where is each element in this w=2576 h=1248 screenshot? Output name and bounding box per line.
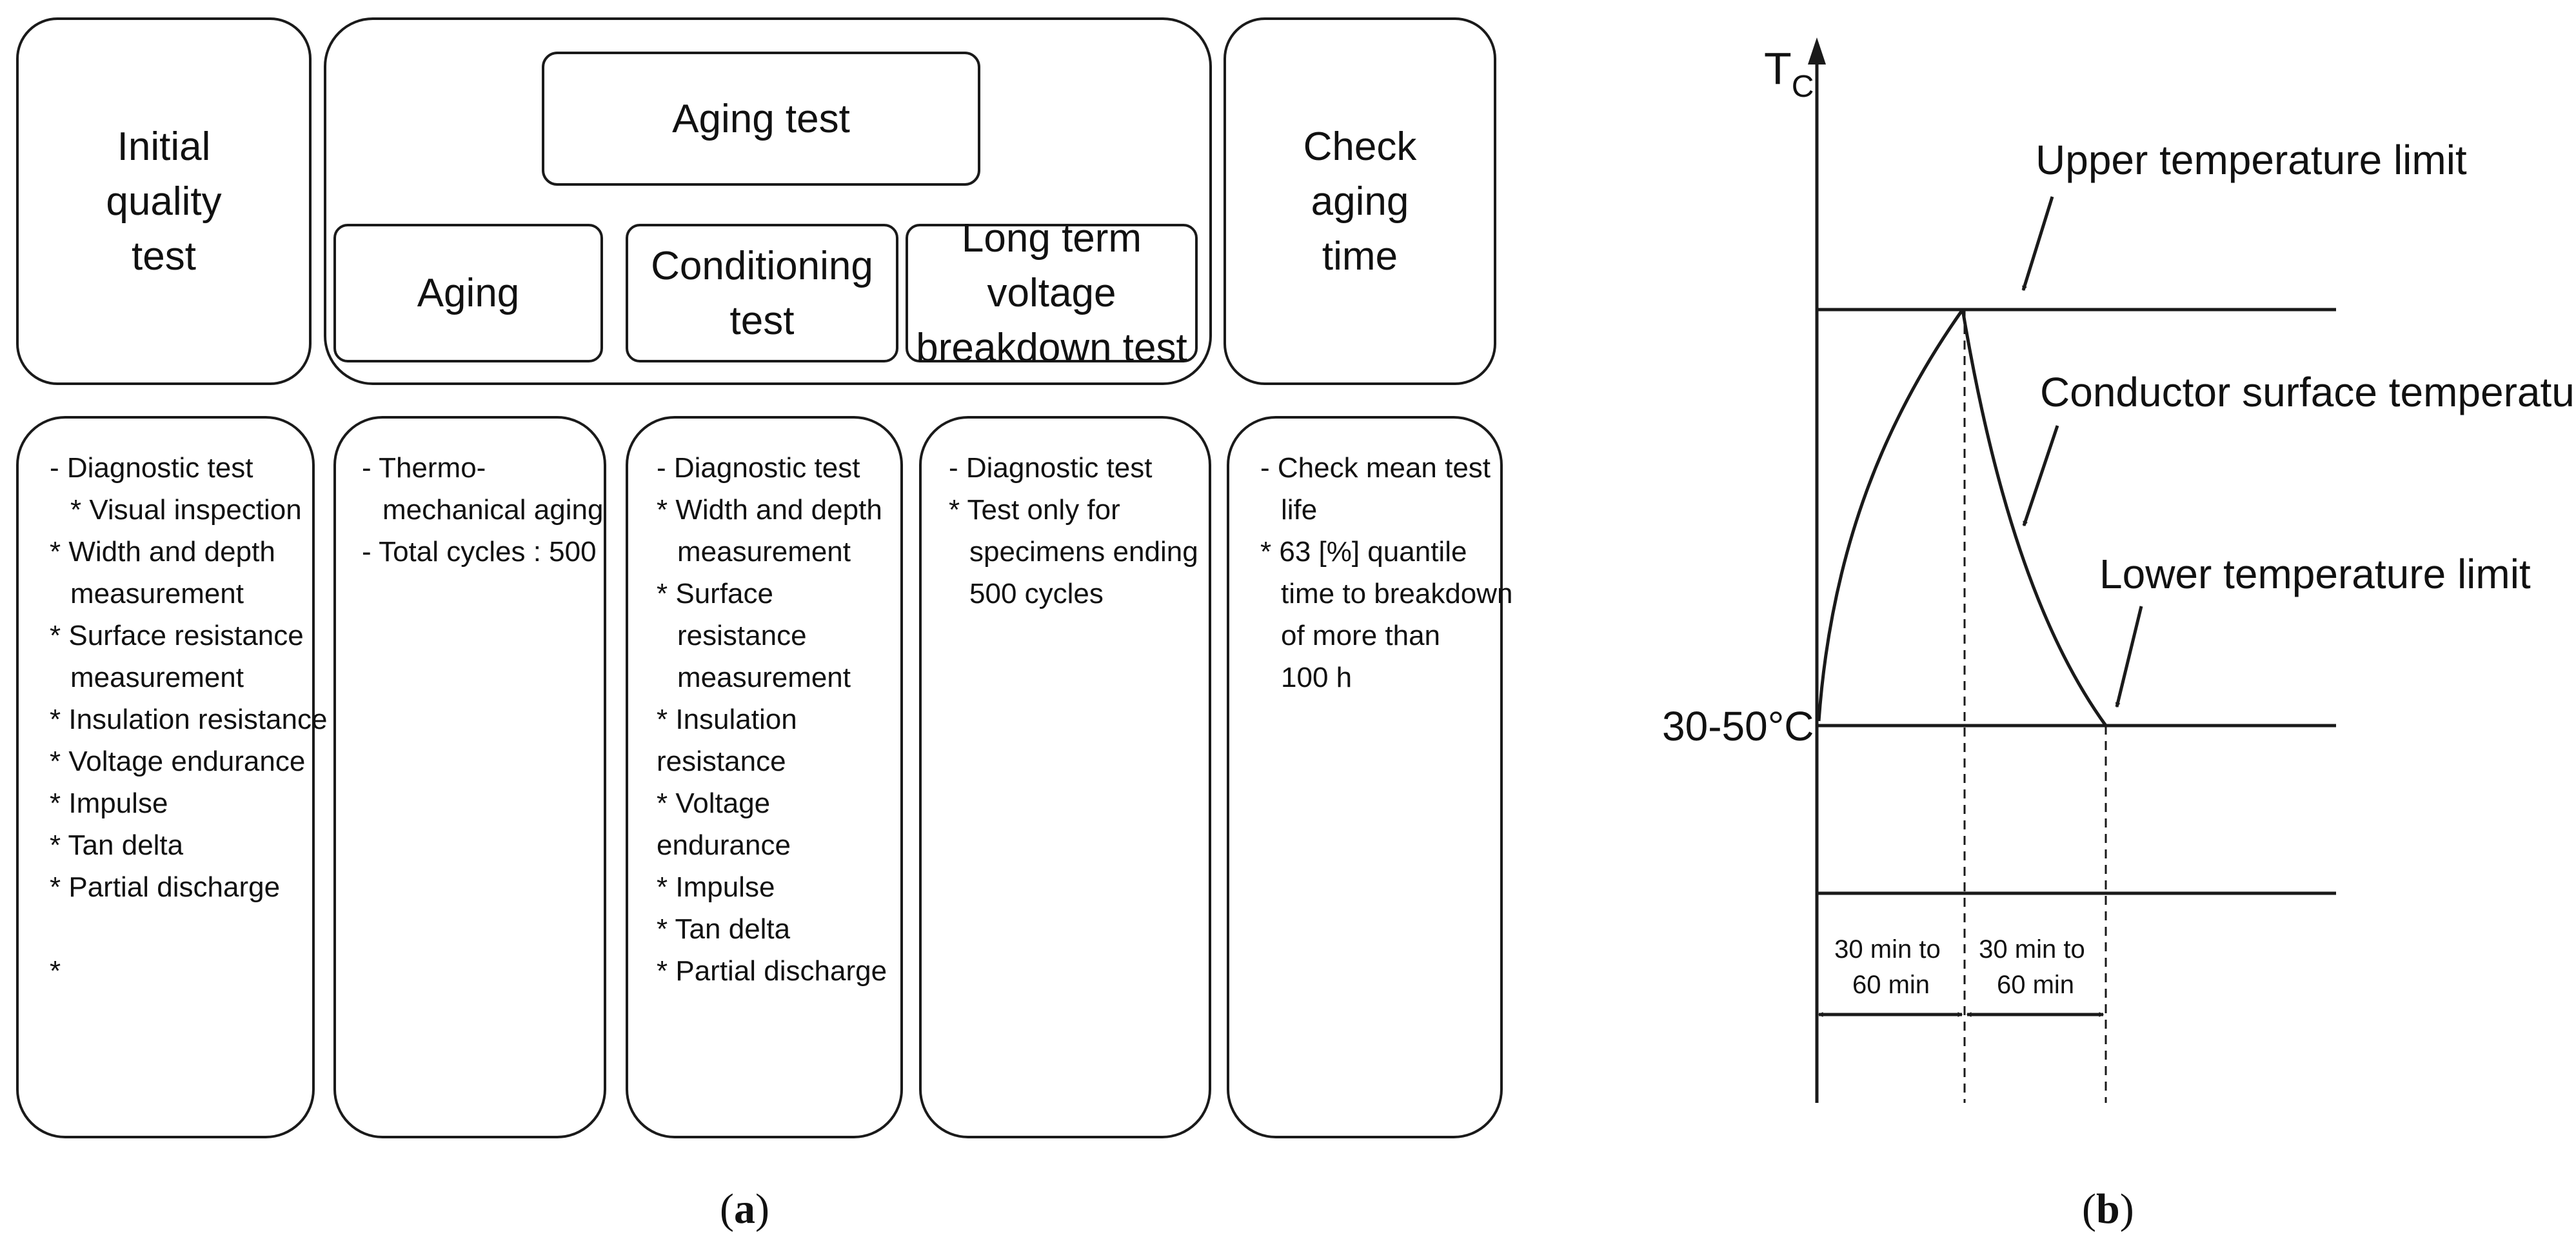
text-line: * Impulse	[657, 871, 775, 903]
text-line: measurement	[70, 662, 244, 693]
text-line: * Surface resistance	[50, 620, 304, 651]
text-line: breakdown test	[916, 326, 1187, 370]
arrow-lower-limit	[2115, 606, 2143, 708]
arrow-surface-temperature	[2022, 425, 2059, 527]
label-upper-temperature-limit: Upper temperature limit	[2036, 137, 2467, 183]
text-line: Check	[1303, 124, 1417, 169]
text-line: * Partial discharge	[50, 871, 281, 903]
text-line: time	[1322, 233, 1398, 279]
text-line: mechanical aging	[382, 494, 604, 526]
label-lower-temperature-limit: Lower temperature limit	[2099, 551, 2531, 597]
text-line: * 63 [%] quantile	[1260, 536, 1467, 568]
text-line: quality	[106, 179, 222, 224]
text-line: measurement	[677, 662, 851, 693]
details-conditioning-test: - Diagnostic test * Width and depth measur…	[626, 416, 903, 1138]
text-line: * Tan delta	[50, 829, 184, 861]
duration-label-second: 30 min to 60 min	[1979, 935, 2092, 999]
caption-b: (b)	[2082, 1185, 2134, 1233]
text-line: * Width and depth	[657, 494, 882, 526]
text-line: * Width and depth	[50, 536, 275, 568]
text-line: time to breakdown	[1281, 578, 1513, 609]
text-line: Aging	[417, 271, 520, 315]
text-line: - Total cycles : 500	[362, 536, 597, 568]
text-line: Long term voltage	[961, 216, 1142, 315]
y-axis-label: TC	[1764, 43, 1814, 104]
y-axis-arrow-icon	[1808, 37, 1826, 64]
text-line: life	[1281, 494, 1318, 526]
text-line: * Visual inspection	[70, 494, 302, 526]
heating-curve	[1817, 308, 1965, 722]
details-aging: - Thermo-mechanical aging - Total cycles …	[333, 416, 606, 1138]
header-long-term-voltage-breakdown-test: Long term voltage breakdown test	[906, 216, 1198, 370]
header-initial-quality-test: Initial quality test	[16, 17, 312, 385]
text-line: test	[132, 233, 196, 279]
text-line: * Voltage	[657, 787, 771, 819]
details-initial-quality-test: - Diagnostic test * Visual inspection * Wi…	[16, 416, 328, 1138]
text-line: test	[729, 298, 795, 343]
text-line: * Tan delta	[657, 913, 791, 945]
text-line: Conditioning	[651, 243, 873, 288]
text-line: measurement	[70, 578, 244, 609]
label-conductor-surface-temperature: Conductor surface temperature	[2040, 369, 2576, 415]
text-line: - Diagnostic test	[50, 452, 253, 484]
details-check-aging-time: - Check mean test life * 63 [%] quantile ti…	[1227, 416, 1513, 1138]
text-line: specimens ending	[969, 536, 1198, 568]
header-aging: Aging	[333, 224, 603, 362]
text-line: - Diagnostic test	[949, 452, 1153, 484]
text-line: of more than	[1281, 620, 1441, 651]
details-long-term-voltage-breakdown-test: - Diagnostic test * Test only for specimen…	[919, 416, 1211, 1138]
header-conditioning-test: Conditioning test	[626, 224, 898, 362]
text-line: resistance	[677, 620, 807, 651]
text-line: resistance	[657, 746, 786, 777]
text-line: - Diagnostic test	[657, 452, 860, 484]
text-line: - Check mean test	[1260, 452, 1491, 484]
text-line: Aging test	[672, 96, 850, 141]
text-line: Initial	[117, 124, 211, 169]
text-line: aging	[1311, 179, 1409, 224]
text-line: * Partial discharge	[657, 955, 887, 987]
text-line: - Thermo-	[362, 452, 486, 484]
text-line: * Voltage endurance	[50, 746, 306, 777]
cooling-curve	[1961, 309, 2108, 727]
text-line: 100 h	[1281, 662, 1352, 693]
text-line: 500 cycles	[969, 578, 1104, 609]
label-low-temperature-value: 30-50°C	[1662, 703, 1814, 749]
text-line: endurance	[657, 829, 791, 861]
text-line: * Surface	[657, 578, 773, 609]
arrow-upper-limit	[2021, 196, 2054, 292]
header-check-aging-time: Check aging time	[1224, 17, 1496, 385]
text-line: *	[50, 955, 61, 987]
text-line: * Test only for	[949, 494, 1120, 526]
header-aging-test: Aging test	[542, 52, 980, 186]
text-line: measurement	[677, 536, 851, 568]
text-line: * Insulation	[657, 704, 797, 735]
text-line: * Insulation resistance	[50, 704, 328, 735]
caption-a: (a)	[720, 1185, 769, 1233]
duration-label-first: 30 min to 60 min	[1834, 935, 1948, 999]
text-line: * Impulse	[50, 787, 168, 819]
